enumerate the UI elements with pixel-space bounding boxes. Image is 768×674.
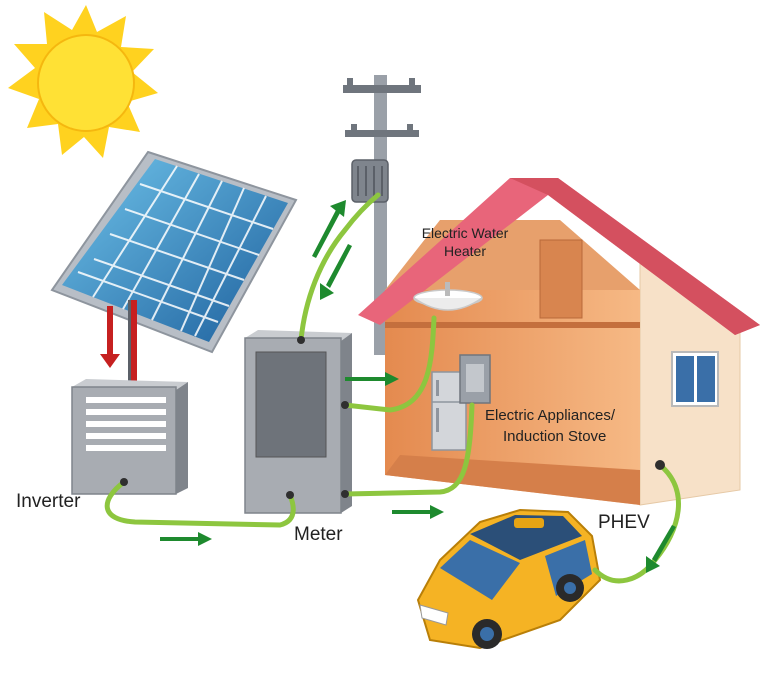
- flow-arrow-icon: [312, 200, 346, 258]
- inverter-box: [71, 379, 188, 495]
- water-heater-label-line2: Heater: [443, 243, 487, 259]
- flow-arrow-icon: [345, 372, 399, 386]
- panel-support-red: [131, 300, 137, 382]
- flow-arrows: [160, 200, 676, 573]
- flow-arrow-icon: [320, 244, 352, 300]
- appliances-label: Electric Appliances/ Induction Stove: [485, 405, 615, 447]
- solar-panel: [50, 150, 298, 385]
- phev-label: PHEV: [598, 512, 650, 533]
- sun-icon: [8, 5, 158, 158]
- water-heater-label: Electric Water Heater: [410, 224, 520, 260]
- flow-arrow-icon: [646, 525, 676, 573]
- flow-arrow-icon: [160, 532, 212, 546]
- appliances-label-line2: Induction Stove: [503, 428, 607, 445]
- meter-appliance-wire: [342, 402, 475, 497]
- panel-to-inverter-arrow-icon: [100, 306, 120, 368]
- phev-car-icon: [416, 508, 602, 650]
- breaker-panel-icon: [459, 354, 491, 404]
- appliances-label-line1: Electric Appliances/: [485, 407, 616, 424]
- house: [358, 178, 760, 506]
- inverter-meter-wire: [104, 479, 296, 528]
- meter-label: Meter: [294, 524, 343, 545]
- utility-pole: [343, 75, 421, 355]
- water-heater-icon: [413, 282, 483, 311]
- meter-grid-wire: [298, 192, 381, 343]
- connection-points: [120, 336, 665, 499]
- water-heater-label-line1: Electric Water: [421, 225, 509, 241]
- meter-heater-wire: [342, 315, 437, 413]
- flow-arrow-icon: [392, 505, 444, 519]
- meter-box: [244, 330, 352, 514]
- inverter-label: Inverter: [16, 491, 81, 512]
